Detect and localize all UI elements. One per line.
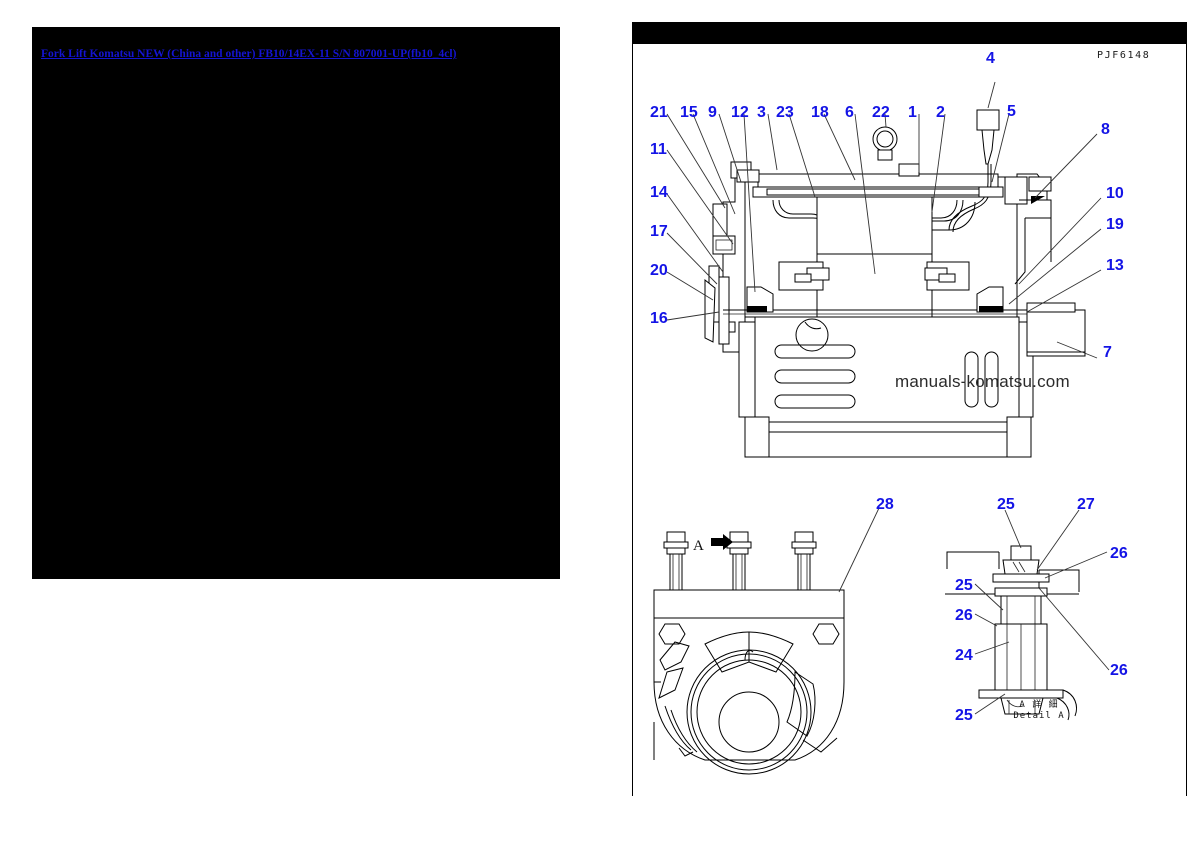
main-view-callout-top-1: 1 [908,104,917,121]
main-view-callout-right-5: 5 [1007,103,1016,120]
main-view-callout-top-3: 3 [757,104,766,121]
detail-a-caption-en: Detail A [1013,711,1065,721]
drawing-artwork: A [653,81,1110,775]
detail-view-callout-25: 25 [955,707,973,724]
main-view-callout-right-13: 13 [1106,257,1124,274]
detail-view-callout-26: 26 [955,607,973,624]
main-view-callout-top-22: 22 [872,104,890,121]
sheet-top-bar [632,22,1187,44]
detail-view-callout-25: 25 [997,496,1015,513]
starter-motor-assembly [704,109,1086,458]
detail-view-callout-25: 25 [955,577,973,594]
main-view-callout-left-17: 17 [650,223,668,240]
sheet-frame-left-rule [632,44,633,796]
end-view-callout-28: 28 [876,496,894,513]
detail-view-callout-26: 26 [1110,662,1128,679]
end-view-assembly: A [653,531,845,775]
main-view-callout-right-19: 19 [1106,216,1124,233]
main-view-callout-top-9: 9 [708,104,717,121]
main-view-callout-top-23: 23 [776,104,794,121]
document-title-link[interactable]: Fork Lift Komatsu NEW (China and other) … [41,48,457,60]
main-view-callout-left-20: 20 [650,262,668,279]
sheet-frame-right-rule [1186,44,1187,796]
main-view-callout-top-2: 2 [936,104,945,121]
parts-drawing-sheet: PJF6148 [627,22,1187,796]
detail-view-callout-24: 24 [955,647,973,664]
sheet-code-label: PJF6148 [1097,50,1151,61]
detail-a-assembly [945,545,1080,721]
main-view-callout-right-10: 10 [1106,185,1124,202]
leader-28 [838,507,880,593]
main-view-callout-top-18: 18 [811,104,829,121]
detail-view-callout-27: 27 [1077,496,1095,513]
main-view-callout-top-6: 6 [845,104,854,121]
main-view-callout-top-12: 12 [731,104,749,121]
main-view-callout-right-7: 7 [1103,344,1112,361]
main-view-leader-lines [666,81,1102,359]
detail-a-caption-jp: A 詳 細 [1019,700,1059,710]
watermark-text: manuals-komatsu.com [895,372,1070,391]
main-view-callout-left-14: 14 [650,184,668,201]
main-view-callout-left-16: 16 [650,310,668,327]
detail-view-callout-26: 26 [1110,545,1128,562]
main-view-callout-left-11: 11 [650,141,667,158]
svg-text:A: A [693,538,704,554]
main-view-callout-right-4: 4 [986,50,995,67]
main-view-callout-top-15: 15 [680,104,698,121]
document-viewer-panel [32,27,560,579]
main-view-callout-right-8: 8 [1101,121,1110,138]
main-view-callout-left-21: 21 [650,104,668,121]
detail-a-leader-lines [974,509,1110,715]
